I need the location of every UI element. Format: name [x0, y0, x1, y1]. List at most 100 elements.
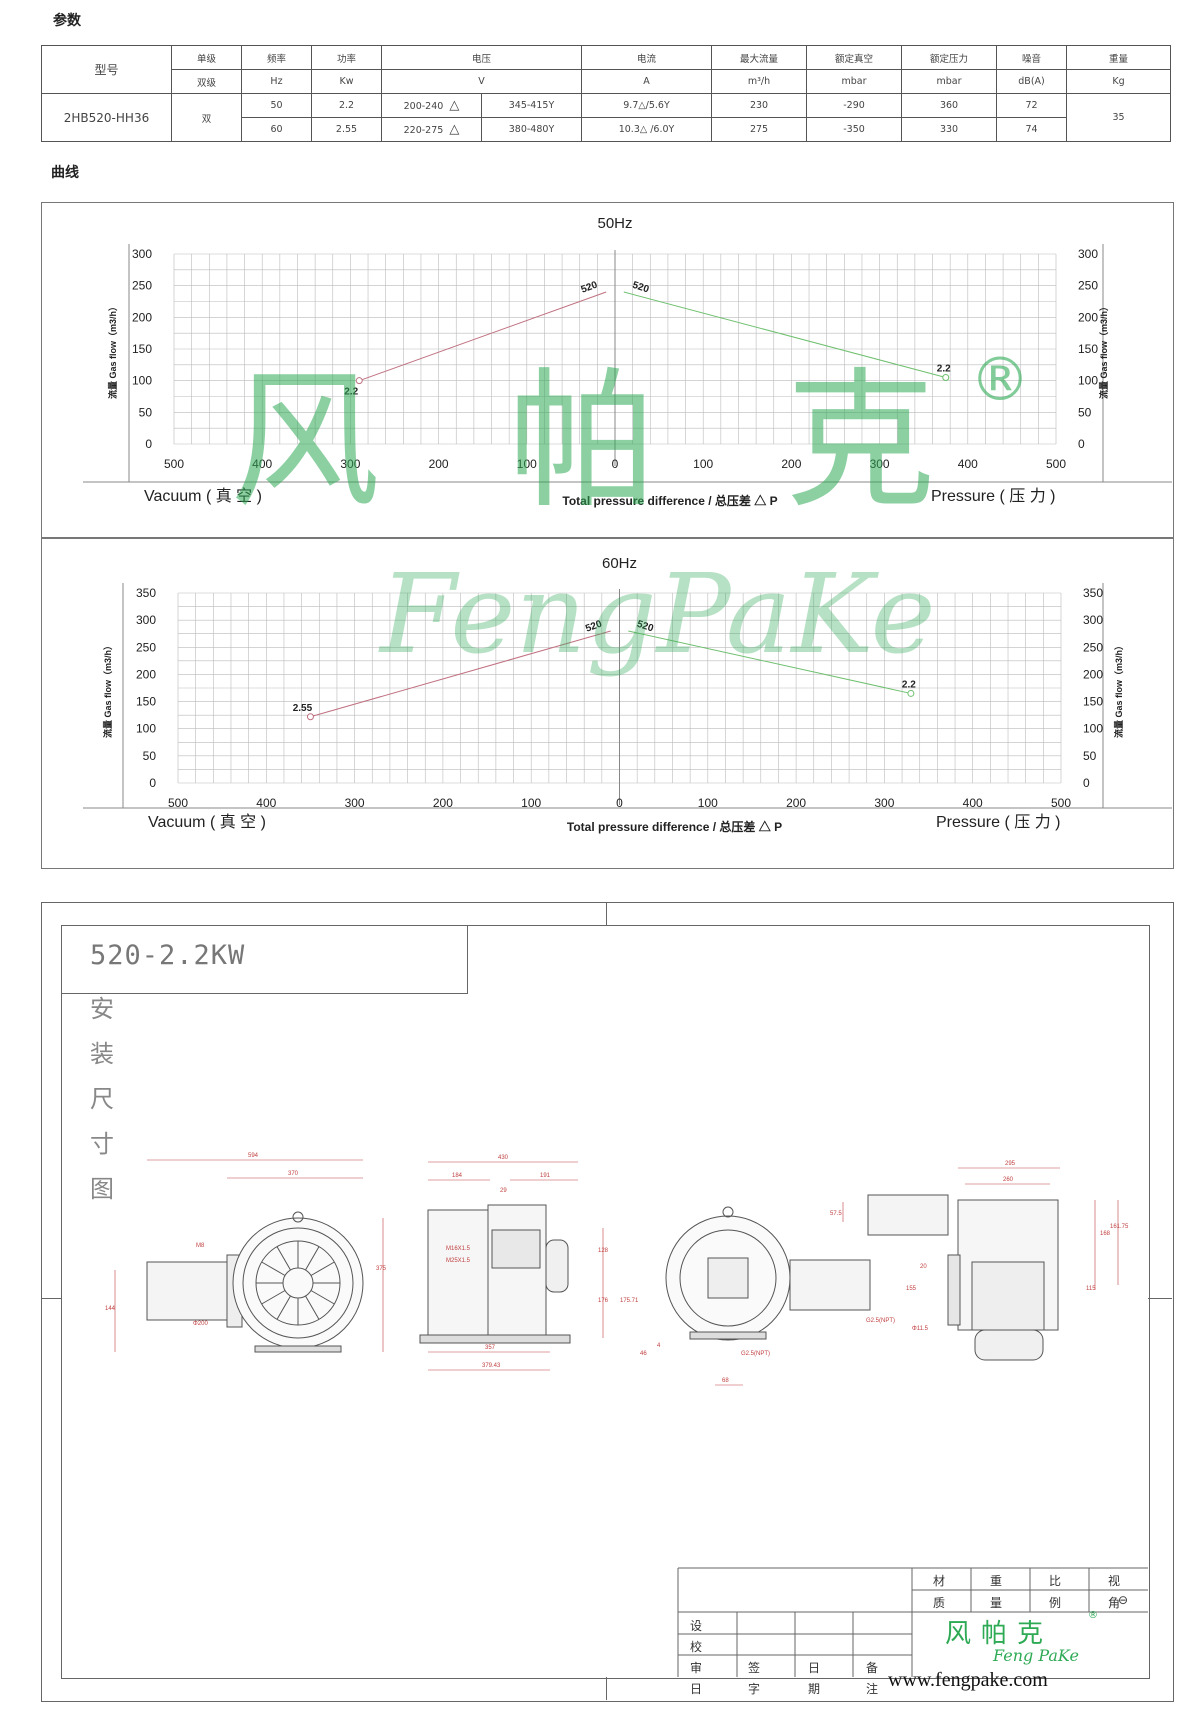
- dim-label: 295: [1005, 1161, 1016, 1167]
- tb-design: 设: [690, 1619, 703, 1633]
- voltage-delta-value: 220-275: [403, 125, 444, 136]
- motor-body-front: [146, 1261, 228, 1321]
- tb-approve: 审: [690, 1661, 703, 1675]
- y-tick-label-left: 100: [132, 374, 152, 388]
- tb-note: 备: [866, 1661, 879, 1675]
- x-tick-label: 0: [616, 796, 623, 810]
- y-axis-label-left: 流量 Gas flow（m3/h）: [107, 302, 118, 399]
- dim-label: M8: [196, 1243, 205, 1249]
- header-pressure: 额定压力: [901, 45, 998, 70]
- x-tick-label: 300: [340, 457, 360, 471]
- right-dims: 295 260 57.5 168 161.75 20 155 115 Φ11.5: [830, 1161, 1129, 1332]
- front-view: [146, 1211, 364, 1353]
- motor-fan-grille: [707, 1257, 749, 1299]
- data-label: 520: [635, 619, 655, 635]
- projection-symbol-icon: ⊖: [1118, 1593, 1129, 1607]
- y-tick-label-left: 0: [145, 437, 152, 451]
- section-curves-title: 曲线: [51, 165, 79, 181]
- x-axis-label: Total pressure difference / 总压差 △ P: [567, 819, 782, 834]
- tb-scale-2: 例: [1049, 1596, 1062, 1610]
- unit-stage: 双级: [171, 69, 242, 94]
- dim-label: 430: [498, 1155, 509, 1161]
- voltage-delta-value: 200-240: [403, 101, 444, 112]
- chart-title: 60Hz: [602, 555, 637, 572]
- power-cell: 2.55: [311, 117, 382, 142]
- motor-body-right: [867, 1194, 949, 1236]
- drawing-frame: [61, 925, 1150, 1679]
- tb-note-2: 注: [866, 1682, 879, 1696]
- title-block-grid: [677, 1567, 1148, 1677]
- pressure-cell: 330: [901, 117, 998, 142]
- dim-label: 375: [376, 1266, 387, 1272]
- table-units-row: 双级 Hz Kw V A m³/h mbar mbar dB(A) Kg: [42, 69, 1172, 94]
- dim-label: 184: [452, 1173, 463, 1179]
- unit-weight: Kg: [1066, 69, 1172, 94]
- dim-label: G2.5(NPT): [741, 1351, 770, 1357]
- tb-scale: 比: [1049, 1574, 1062, 1588]
- y-tick-label-right: 0: [1078, 437, 1085, 451]
- mount-plate-right: [947, 1254, 961, 1326]
- data-label: 2.2: [344, 387, 358, 398]
- y-tick-label-left: 200: [132, 310, 152, 324]
- x-tick-label: 100: [517, 457, 537, 471]
- x-tick-label: 200: [429, 457, 449, 471]
- y-axis-label-right: 流量 Gas flow（m3/h）: [1098, 302, 1109, 399]
- x-tick-label: 300: [345, 796, 365, 810]
- dim-label: 115: [1086, 1286, 1096, 1292]
- noise-cell: 72: [996, 93, 1068, 118]
- tb-day: 日: [808, 1661, 821, 1675]
- y-axis-label-right: 流量 Gas flow（m3/h）: [1113, 641, 1124, 738]
- data-label: 2.2: [937, 364, 951, 375]
- lifting-eye-front: [292, 1211, 304, 1223]
- tb-check: 校: [690, 1640, 703, 1654]
- x-tick-label: 300: [870, 457, 890, 471]
- dim-label: 128: [598, 1248, 609, 1254]
- tb-weight-2: 量: [990, 1596, 1003, 1610]
- base-foot-front: [254, 1345, 342, 1353]
- vertical-title-char: 图: [90, 1175, 114, 1203]
- x-tick-label: 100: [521, 796, 541, 810]
- website-url[interactable]: www.fengpake.com: [888, 1669, 1048, 1691]
- unit-max-flow: m³/h: [711, 69, 808, 94]
- y-tick-label-right: 100: [1078, 374, 1098, 388]
- sheet-center-mark-top: [606, 902, 607, 925]
- section-params-title: 参数: [53, 13, 81, 29]
- x-tick-label: 100: [698, 796, 718, 810]
- side-dims: 430 184 191 29 M16X1.5 M25X1.5 128 176 1…: [428, 1155, 639, 1371]
- table-row: 60 2.55 220-275 △ 380-480Y 10.3△ /6.0Y 2…: [42, 117, 1171, 142]
- y-tick-label-right: 50: [1078, 405, 1092, 419]
- terminal-box: [491, 1229, 541, 1269]
- dim-label: 20: [920, 1264, 927, 1270]
- housing-side-right: [487, 1204, 547, 1336]
- y-tick-label-left: 50: [139, 405, 153, 419]
- dim-label: 168: [1100, 1231, 1111, 1237]
- dim-label: 161.75: [1110, 1224, 1129, 1230]
- y-tick-label-right: 50: [1083, 749, 1097, 763]
- sheet-side-mark-left: [41, 1298, 61, 1299]
- x-tick-label: 0: [612, 457, 619, 471]
- x-tick-label: 500: [1046, 457, 1066, 471]
- current-cell: 10.3△ /6.0Y: [581, 117, 713, 142]
- tb-date: 日: [690, 1682, 703, 1696]
- header-model: 型号: [41, 45, 172, 94]
- vacuum-cell: -350: [806, 117, 903, 142]
- base-plate-side: [419, 1334, 571, 1344]
- chart-frame-60hz: [41, 537, 1174, 869]
- title-block-logo-reg: ®: [1088, 1610, 1098, 1621]
- dim-label: G2.5(NPT): [866, 1318, 895, 1324]
- vertical-title-char: 寸: [90, 1130, 114, 1158]
- dim-label: 357: [485, 1345, 496, 1351]
- unit-pressure: mbar: [901, 69, 998, 94]
- y-tick-label-right: 0: [1083, 776, 1090, 790]
- noise-cell: 74: [996, 117, 1068, 142]
- lifting-eye-back: [722, 1206, 734, 1218]
- back-view: [665, 1206, 871, 1341]
- y-tick-label-right: 150: [1078, 342, 1098, 356]
- tb-view-2: 角: [1108, 1596, 1121, 1610]
- side-view: [419, 1204, 571, 1344]
- x-tick-label: 200: [786, 796, 806, 810]
- pressure-caption: Pressure ( 压 力 ): [936, 813, 1060, 831]
- unit-voltage: V: [380, 69, 583, 94]
- tb-material: 材: [933, 1574, 946, 1588]
